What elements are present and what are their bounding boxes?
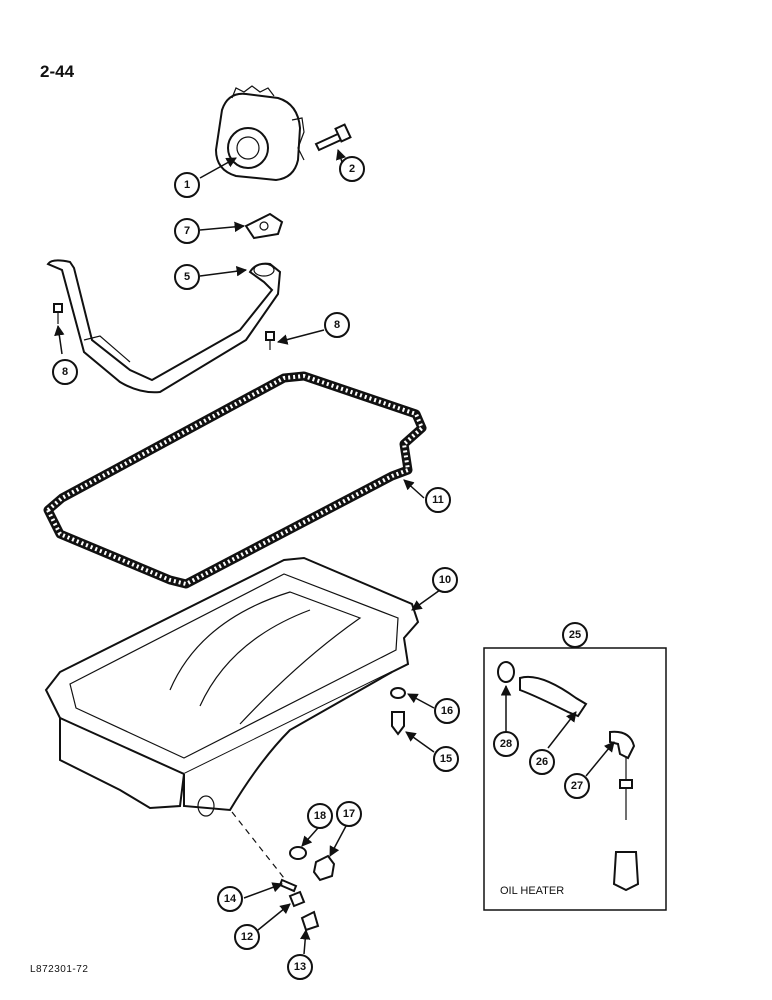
callout-11: 11 <box>425 487 451 513</box>
small-bolt-left <box>53 303 63 324</box>
sensor-washer <box>390 687 406 699</box>
callout-17: 17 <box>336 801 362 827</box>
oil-pickup-tube <box>46 259 282 394</box>
callout-13: 13 <box>287 954 313 980</box>
callout-18: 18 <box>307 803 333 829</box>
callout-2: 2 <box>339 156 365 182</box>
svg-text:2: 2 <box>349 163 355 175</box>
leader-lines <box>54 149 615 955</box>
svg-text:12: 12 <box>241 931 253 943</box>
drain-plug-washer <box>289 846 307 860</box>
svg-text:8: 8 <box>334 319 340 331</box>
callout-25: 25 <box>562 622 588 648</box>
svg-text:8: 8 <box>62 366 68 378</box>
callout-5: 5 <box>174 264 200 290</box>
small-plug-upper <box>288 890 306 908</box>
callout-8-right: 8 <box>324 312 350 338</box>
callout-16: 16 <box>434 698 460 724</box>
figure-code: L872301-72 <box>30 964 89 975</box>
callout-10: 10 <box>432 567 458 593</box>
svg-text:18: 18 <box>314 810 326 822</box>
drain-plug <box>312 854 336 882</box>
callout-7: 7 <box>174 218 200 244</box>
callout-15: 15 <box>433 746 459 772</box>
oil-pump <box>214 85 305 182</box>
svg-text:25: 25 <box>569 629 581 641</box>
svg-text:5: 5 <box>184 271 190 283</box>
oil-pan <box>44 556 420 879</box>
svg-text:16: 16 <box>441 705 453 717</box>
svg-text:17: 17 <box>343 808 355 820</box>
small-bolt-right <box>265 331 275 350</box>
svg-text:10: 10 <box>439 574 451 586</box>
svg-text:15: 15 <box>440 753 452 765</box>
svg-text:14: 14 <box>224 893 237 905</box>
callout-27: 27 <box>564 773 590 799</box>
page-number: 2-44 <box>40 62 75 81</box>
svg-text:26: 26 <box>536 756 548 768</box>
svg-text:28: 28 <box>500 738 512 750</box>
callout-28: 28 <box>493 731 519 757</box>
sensor-plug <box>391 711 405 736</box>
oil-pan-gasket <box>43 371 427 589</box>
svg-text:7: 7 <box>184 225 190 237</box>
svg-text:27: 27 <box>571 780 583 792</box>
svg-text:11: 11 <box>432 494 444 506</box>
callout-8-left: 8 <box>52 359 78 385</box>
small-plug-lower <box>300 910 320 932</box>
svg-text:1: 1 <box>184 179 190 191</box>
gasket <box>244 212 284 240</box>
callout-1: 1 <box>174 172 200 198</box>
callout-14: 14 <box>217 886 243 912</box>
svg-text:13: 13 <box>294 961 306 973</box>
callout-26: 26 <box>529 749 555 775</box>
oil-heater-label: OIL HEATER <box>500 885 564 897</box>
callout-12: 12 <box>234 924 260 950</box>
bolt <box>314 123 352 152</box>
drain-plug-sleeve <box>278 878 298 893</box>
